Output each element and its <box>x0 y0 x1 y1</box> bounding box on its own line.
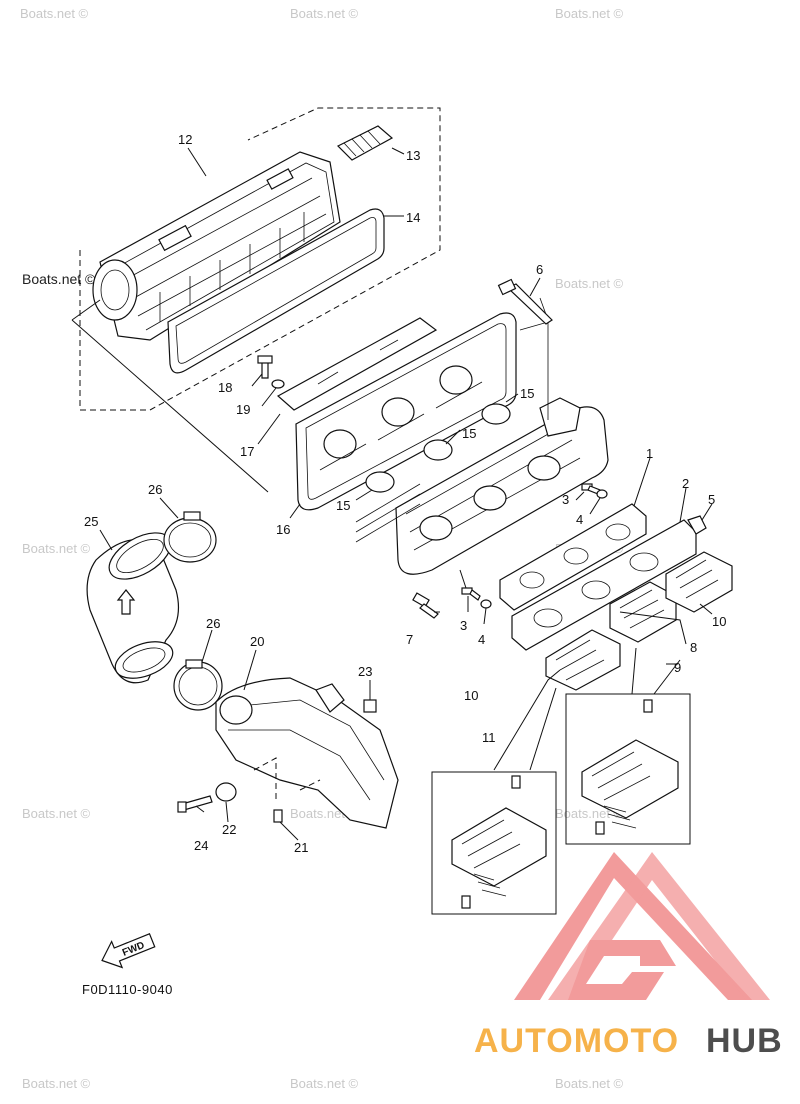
label-5: 5 <box>708 492 715 507</box>
intake-plate <box>257 312 517 511</box>
label-22: 22 <box>222 822 236 837</box>
leader-lines <box>71 147 713 841</box>
watermark: Boats.net © <box>22 541 91 556</box>
watermark: Boats.net © <box>290 6 359 21</box>
label-7: 7 <box>406 632 413 647</box>
hose-clamp <box>173 659 223 711</box>
label-19: 19 <box>236 402 250 417</box>
silencer <box>177 677 399 829</box>
label-9: 9 <box>674 660 681 675</box>
label-12: 12 <box>178 132 192 147</box>
gasket-2 <box>511 515 707 651</box>
label-17: 17 <box>240 444 254 459</box>
label-10: 10 <box>464 688 478 703</box>
watermark: Boats.net © <box>290 1076 359 1091</box>
watermark: Boats.net © <box>22 806 91 821</box>
reed-inset-11 <box>431 771 557 915</box>
label-6: 6 <box>536 262 543 277</box>
label-24: 24 <box>194 838 208 853</box>
label-11: 11 <box>482 730 496 745</box>
label-10: 10 <box>712 614 726 629</box>
watermark: Boats.net © <box>555 276 624 291</box>
gasket-1 <box>499 503 647 611</box>
label-4: 4 <box>576 512 583 527</box>
label-15: 15 <box>462 426 476 441</box>
brand-name-part2: HUB <box>706 1022 783 1060</box>
label-8: 8 <box>690 640 697 655</box>
label-2: 2 <box>682 476 689 491</box>
label-15: 15 <box>336 498 350 513</box>
reed-inset-9 <box>565 693 691 845</box>
label-3: 3 <box>562 492 569 507</box>
label-20: 20 <box>250 634 264 649</box>
label-23: 23 <box>358 664 372 679</box>
brand-logo-icon <box>514 852 770 1000</box>
hose-clamp <box>163 511 217 563</box>
label-14: 14 <box>406 210 420 225</box>
watermark: Boats.net © <box>555 806 624 821</box>
screw-7 <box>412 592 439 619</box>
label-15: 15 <box>520 386 534 401</box>
label-26: 26 <box>148 482 162 497</box>
label-21: 21 <box>294 840 308 855</box>
label-26: 26 <box>206 616 220 631</box>
label-13: 13 <box>406 148 420 163</box>
drawing-code: F0D1110-9040 <box>82 982 173 997</box>
label-16: 16 <box>276 522 290 537</box>
watermark: Boats.net © <box>555 1076 624 1091</box>
watermark: Boats.net © <box>22 271 96 287</box>
watermark: Boats.net © <box>555 6 624 21</box>
part-labels: 12 13 14 6 18 19 17 15 15 15 16 1 2 5 3 … <box>84 132 726 855</box>
label-4: 4 <box>478 632 485 647</box>
fwd-arrow-icon: FWD <box>101 932 156 969</box>
label-18: 18 <box>218 380 232 395</box>
throttle-body <box>355 278 609 575</box>
label-1: 1 <box>646 446 653 461</box>
watermark: Boats.net © <box>22 1076 91 1091</box>
airbox-assembly <box>79 107 441 411</box>
reed-valves <box>545 551 733 691</box>
label-25: 25 <box>84 514 98 529</box>
bolt-washer-pair <box>461 483 608 609</box>
label-3: 3 <box>460 618 467 633</box>
intake-duct <box>86 532 179 684</box>
watermark: Boats.net © <box>20 6 89 21</box>
brand-name-part1: AUTOMOTO <box>474 1022 679 1060</box>
